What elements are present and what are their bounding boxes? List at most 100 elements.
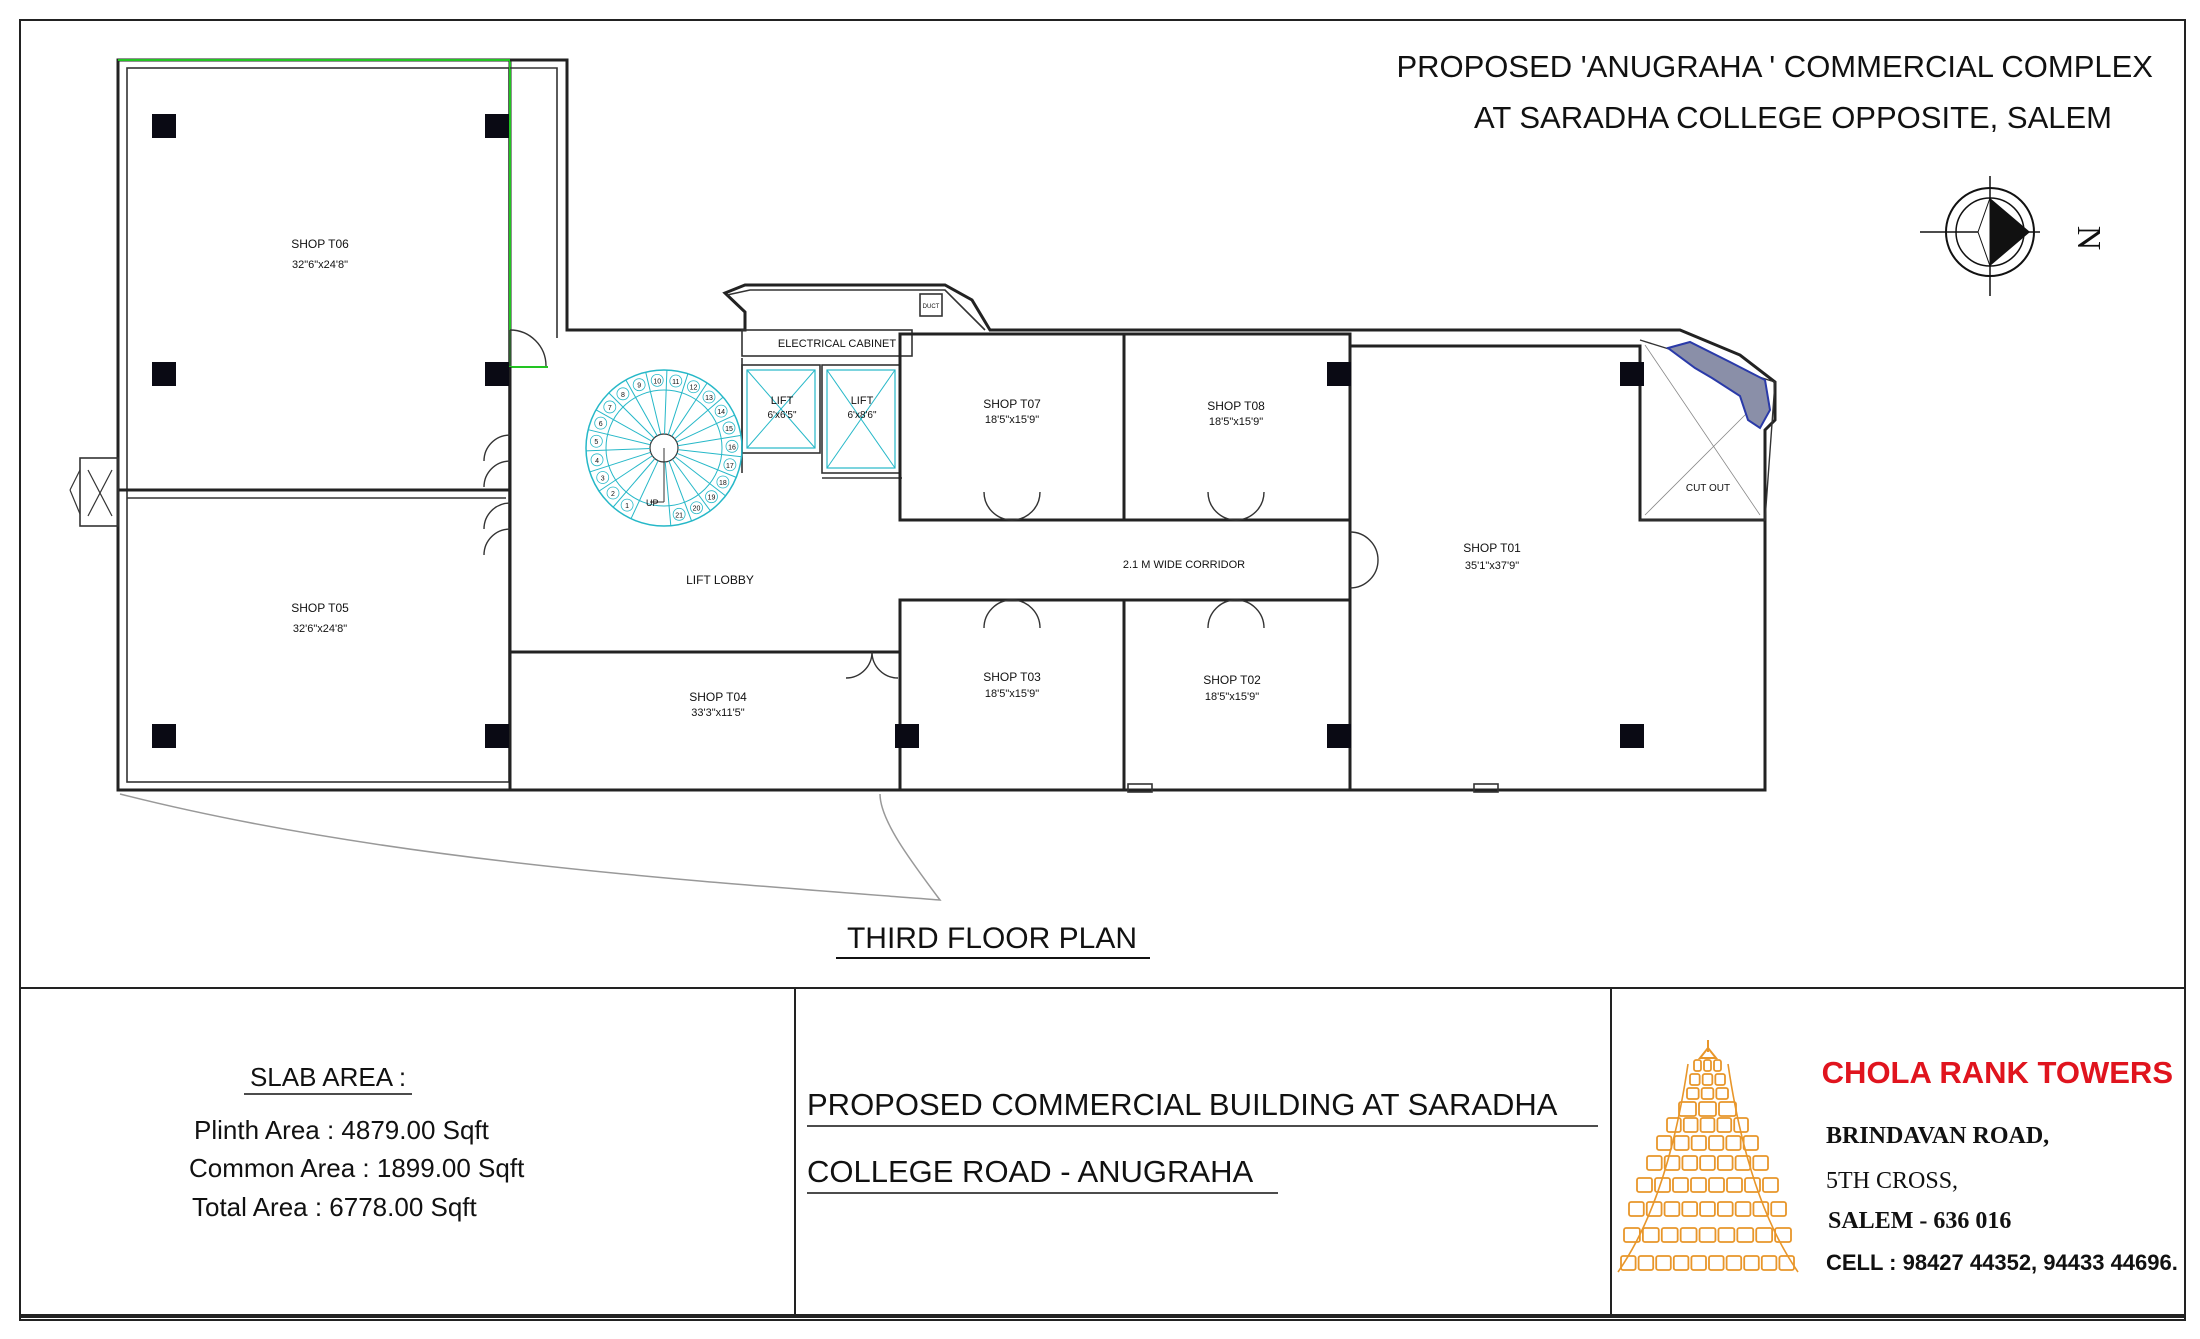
stair-step-marker	[722, 421, 736, 435]
stair-step-number: 10	[653, 378, 661, 385]
column	[485, 114, 509, 138]
stair-step-marker	[596, 471, 610, 484]
lift-2-label: LIFT	[851, 395, 874, 407]
logo-part	[1778, 1255, 1795, 1271]
door-t02	[1207, 599, 1237, 629]
shop-t04-dim: 33'3"x11'5"	[691, 707, 744, 719]
stair-tread	[677, 434, 742, 447]
floor-plan: DUCT ELECTRICAL CABINET LIFT 6'x6'5" LIF…	[69, 58, 1777, 901]
logo-part	[1714, 1073, 1726, 1086]
logo-part	[1708, 1255, 1725, 1271]
shop-t07-dim: 18'5"x15'9"	[985, 414, 1039, 426]
balcony	[79, 457, 119, 527]
shop-t08-name: SHOP T08	[1207, 399, 1265, 413]
stair-step-marker	[723, 458, 737, 472]
stair-step-number: 15	[725, 426, 733, 433]
stair-step-marker	[632, 378, 646, 392]
plinth-area: Plinth Area : 4879.00 Sqft	[194, 1115, 490, 1145]
stair-tread	[668, 460, 693, 522]
shop-t04-name: SHOP T04	[689, 690, 747, 704]
stair-step-marker	[669, 374, 683, 388]
stair-step-number: 19	[708, 495, 716, 502]
stair-tread	[664, 370, 668, 435]
firm-address-3: SALEM - 636 016	[1828, 1208, 2011, 1234]
logo-part	[1703, 1059, 1712, 1072]
stair-step-marker	[705, 490, 718, 504]
logo-part	[1715, 1087, 1729, 1100]
logo-part	[1699, 1155, 1716, 1171]
project-line2: COLLEGE ROAD - ANUGRAHA	[807, 1154, 1253, 1189]
firm-address-1: BRINDAVAN ROAD,	[1826, 1123, 2049, 1149]
electrical-cabinet-label: ELECTRICAL CABINET	[778, 338, 896, 350]
stair-tread	[664, 461, 672, 526]
shop-t03-dim: 18'5"x15'9"	[985, 688, 1039, 700]
stair-tread	[595, 409, 653, 442]
stair-step-marker	[620, 498, 634, 512]
logo-part	[1699, 1117, 1716, 1133]
column	[1620, 362, 1644, 386]
left-block-inner-wall	[126, 67, 510, 783]
logo-part	[1617, 1063, 1689, 1273]
shop-t02-dim: 18'5"x15'9"	[1205, 691, 1259, 703]
logo-part	[1717, 1227, 1736, 1243]
logo-part	[1760, 1255, 1778, 1271]
logo-part	[1742, 1135, 1759, 1151]
logo-part	[1656, 1135, 1673, 1151]
logo-part	[1655, 1255, 1672, 1271]
stair-tread	[674, 456, 726, 497]
hatch-area	[1665, 340, 1772, 430]
stair-step-number: 16	[728, 444, 736, 451]
firm-logo-icon	[1617, 1040, 1799, 1273]
stair-step-marker	[714, 404, 728, 418]
stair-step-number: 18	[719, 480, 727, 487]
door-t08	[1207, 491, 1237, 521]
logo-part	[1693, 1059, 1702, 1072]
project-line1: PROPOSED COMMERCIAL BUILDING AT SARADHA	[807, 1087, 1558, 1122]
shop-t06-dim: 32"6"x24'8"	[292, 259, 348, 271]
shop-t06-name: SHOP T06	[291, 237, 349, 251]
stair-step-number: 21	[675, 512, 683, 519]
stair-step-number: 11	[672, 379, 679, 386]
common-area: Common Area : 1899.00 Sqft	[189, 1153, 525, 1183]
stair-tread	[667, 373, 689, 435]
logo-part	[1716, 1201, 1734, 1217]
logo-part	[1641, 1227, 1660, 1243]
plan-caption: THIRD FLOOR PLAN	[847, 922, 1137, 955]
stair-step-number: 1	[625, 503, 629, 510]
firm-name: CHOLA RANK TOWERS	[1822, 1055, 2173, 1090]
stair-tread	[612, 458, 656, 508]
logo-part	[1708, 1135, 1725, 1151]
lift-1-label: LIFT	[771, 395, 794, 407]
logo-part	[1770, 1201, 1787, 1217]
logo-part	[1666, 1117, 1682, 1133]
logo-part	[1734, 1201, 1752, 1217]
stair-step-number: 5	[594, 439, 598, 446]
left-block-outer-wall	[116, 58, 512, 792]
logo-part	[1725, 1255, 1743, 1271]
door-t04	[845, 651, 873, 679]
stair-step-number: 8	[621, 392, 625, 399]
stair-tread	[598, 455, 653, 492]
shop-t02-name: SHOP T02	[1203, 673, 1261, 687]
column	[895, 724, 919, 748]
stair-step-number: 6	[599, 421, 603, 428]
stair-tread	[676, 452, 737, 478]
logo-part	[1663, 1155, 1681, 1171]
cut-out-label: CUT OUT	[1686, 483, 1730, 494]
logo-part	[1708, 1177, 1725, 1193]
firm-address-2: 5TH CROSS,	[1826, 1168, 1958, 1194]
logo-part	[1689, 1073, 1701, 1086]
logo-part	[1690, 1255, 1707, 1271]
logo-part	[1743, 1255, 1760, 1271]
sheet-border	[19, 19, 2186, 1321]
lift-1-dim: 6'x6'5"	[767, 410, 797, 421]
logo-part	[1774, 1227, 1792, 1243]
stair-tread	[674, 396, 724, 440]
stair-step-number: 3	[601, 476, 605, 483]
column	[152, 114, 176, 138]
slab-area-heading: SLAB AREA :	[250, 1062, 406, 1092]
stair-step-marker	[702, 390, 716, 404]
project-title-line2: AT SARADHA COLLEGE OPPOSITE, SALEM	[1474, 100, 2112, 135]
stair-tread	[676, 414, 735, 443]
